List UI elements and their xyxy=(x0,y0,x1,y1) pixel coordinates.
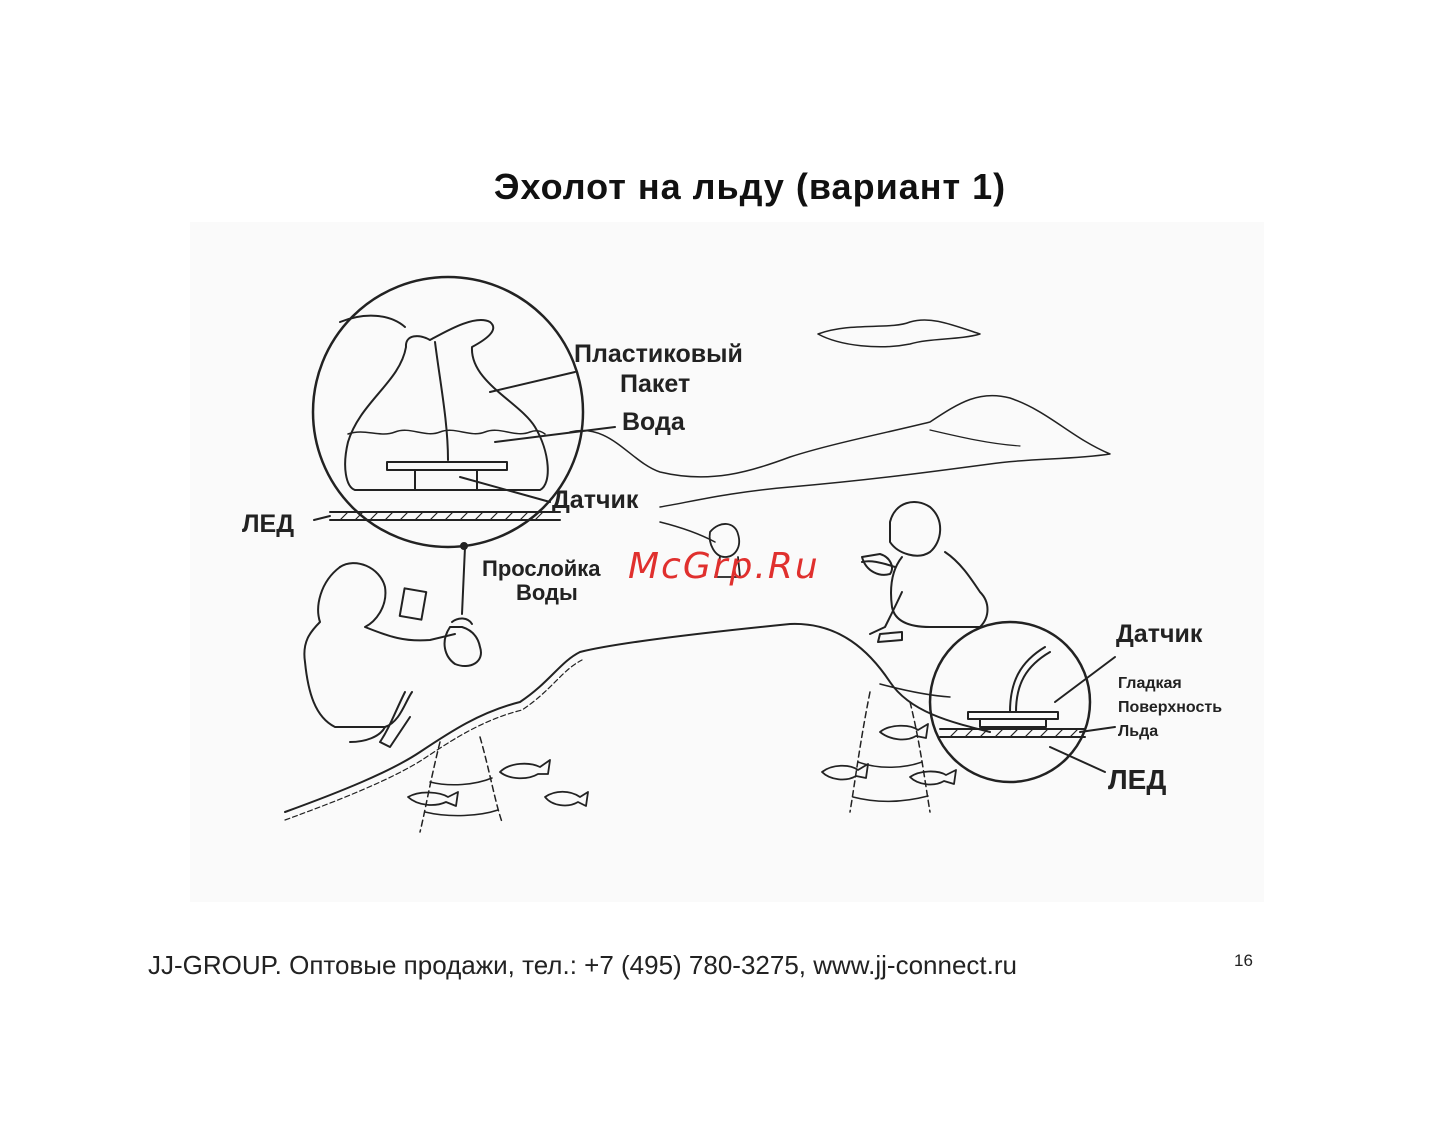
label-water: Вода xyxy=(622,408,685,437)
label-water-layer-1: Прослойка xyxy=(482,556,601,582)
plastic-bag xyxy=(345,320,548,490)
ice-fishfinder-illustration: Пластиковый Пакет Вода Датчик ЛЕД Просло… xyxy=(190,222,1264,902)
sensor-plate xyxy=(387,462,507,470)
label-smooth-3: Льда xyxy=(1118,720,1158,744)
sensor-cable xyxy=(435,342,448,460)
person-right xyxy=(862,502,988,642)
fish xyxy=(408,724,956,806)
label-water-layer-2: Воды xyxy=(516,580,578,606)
label-sensor-top: Датчик xyxy=(552,486,638,515)
footer-contact: JJ-GROUP. Оптовые продажи, тел.: +7 (495… xyxy=(148,950,1017,981)
label-ice-left: ЛЕД xyxy=(242,510,294,539)
watermark-text: McGrp.Ru xyxy=(628,546,820,587)
page-number: 16 xyxy=(1234,951,1253,971)
label-sensor-right: Датчик xyxy=(1116,620,1202,649)
label-plastic-bag-2: Пакет xyxy=(620,370,690,399)
label-ice-right: ЛЕД xyxy=(1108,764,1166,796)
page-title: Эхолот на льду (вариант 1) xyxy=(0,166,1440,208)
label-smooth-2: Поверхность xyxy=(1118,696,1222,720)
ice-edge xyxy=(285,624,990,812)
cloud xyxy=(818,320,980,347)
label-plastic-bag-1: Пластиковый xyxy=(574,340,743,369)
label-smooth-1: Гладкая xyxy=(1118,672,1182,696)
person-left xyxy=(304,563,481,747)
